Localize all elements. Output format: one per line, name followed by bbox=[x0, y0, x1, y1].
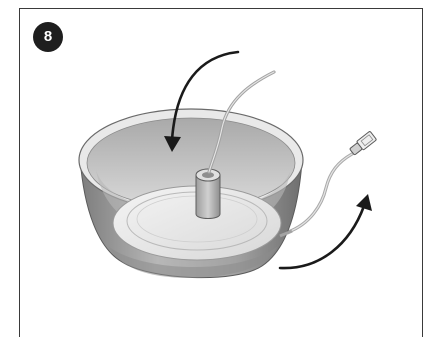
center-post bbox=[196, 169, 220, 219]
usb-plug-icon bbox=[349, 131, 377, 156]
